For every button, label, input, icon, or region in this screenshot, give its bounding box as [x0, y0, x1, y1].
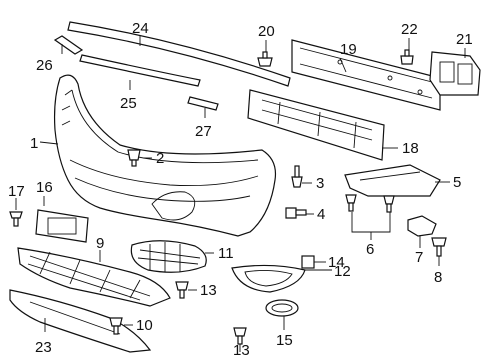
bolt-3: [291, 165, 303, 188]
bumper-cover: [53, 74, 277, 237]
callout-15: 15: [276, 332, 293, 349]
callout-26: 26: [36, 57, 53, 74]
fog-garnish: [231, 264, 306, 293]
leader-lines: [15, 36, 466, 352]
lower-grille: [17, 247, 171, 307]
callout-9: 9: [96, 235, 104, 252]
small-trim-right: [187, 96, 219, 111]
callout-22: 22: [401, 21, 418, 38]
callout-3: 3: [316, 175, 324, 192]
callout-12: 12: [334, 263, 351, 280]
lower-spoiler: [9, 289, 152, 353]
callout-11: 11: [218, 245, 234, 262]
bracket-21: [429, 51, 481, 96]
callout-2: 2: [156, 150, 164, 167]
callout-5: 5: [453, 174, 461, 191]
clips-6: [345, 194, 395, 233]
callout-14: 14: [328, 254, 345, 271]
bolt-20: [257, 51, 273, 67]
callout-16: 16: [36, 179, 53, 196]
screw-17: [9, 211, 23, 227]
grille-strip: [79, 54, 201, 87]
callout-20: 20: [258, 23, 275, 40]
nut-14: [301, 255, 315, 269]
callout-13b: 13: [233, 342, 250, 359]
callout-18: 18: [402, 140, 419, 157]
callout-4: 4: [317, 206, 325, 223]
callout-23: 23: [35, 339, 52, 356]
clip-13a: [175, 281, 189, 299]
callout-8: 8: [434, 269, 442, 286]
callout-17: 17: [8, 183, 25, 200]
clip-8: [431, 237, 447, 257]
callout-24: 24: [132, 20, 149, 37]
callout-19: 19: [340, 41, 357, 58]
bolt-4: [285, 207, 307, 219]
grille-insert: [130, 240, 207, 273]
callout-7: 7: [415, 249, 423, 266]
bolt-22: [400, 49, 414, 65]
callout-6: 6: [366, 241, 374, 258]
reinforcement-beam: [291, 39, 441, 111]
upper-molding: [67, 21, 291, 87]
callout-1: 1: [30, 135, 38, 152]
callout-25: 25: [120, 95, 137, 112]
callout-10: 10: [136, 317, 153, 334]
license-bracket: [35, 209, 89, 243]
energy-absorber: [247, 89, 385, 161]
callout-21: 21: [456, 31, 473, 48]
bracket-7: [407, 215, 437, 237]
callout-27: 27: [195, 123, 212, 140]
callout-13a: 13: [200, 282, 217, 299]
side-bracket: [344, 164, 441, 197]
clip-10: [109, 317, 123, 335]
small-trim-left: [53, 35, 84, 55]
trim-ring: [265, 299, 299, 317]
clip-2: [127, 149, 141, 167]
